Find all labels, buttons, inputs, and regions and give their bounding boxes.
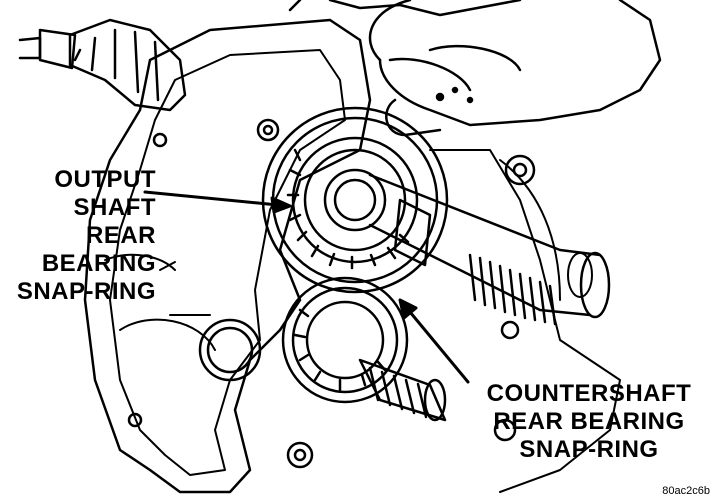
output-arrowhead xyxy=(270,196,292,214)
leader-arrows xyxy=(143,190,470,384)
countershaft-snap-ring-label: COUNTERSHAFT REAR BEARING SNAP-RING xyxy=(462,382,716,466)
hand-illustration xyxy=(288,0,662,137)
output-snap-ring-leader xyxy=(143,190,280,207)
output-shaft xyxy=(368,173,611,326)
label-line: REAR BEARING xyxy=(493,408,685,435)
label-line: COUNTERSHAFT xyxy=(486,380,692,407)
counter-snap-ring-leader xyxy=(408,310,470,384)
label-line: SNAP-RING xyxy=(16,278,156,305)
transmission-case xyxy=(83,18,621,494)
counter-arrowhead xyxy=(398,298,418,320)
label-line: SNAP-RING xyxy=(519,436,659,463)
label-line: BEARING xyxy=(41,250,156,277)
label-line: OUTPUT xyxy=(54,166,156,193)
output-shaft-snap-ring-label: OUTPUT SHAFT REAR BEARING SNAP-RING xyxy=(6,168,156,308)
label-line: REAR xyxy=(85,222,156,249)
label-line: SHAFT xyxy=(73,194,156,221)
output-shaft-bearing xyxy=(261,106,449,294)
figure-code: 80ac2c6b xyxy=(662,485,710,497)
countershaft xyxy=(358,358,447,422)
input-shaft-housing xyxy=(18,18,187,112)
countershaft-bearing xyxy=(281,276,409,404)
